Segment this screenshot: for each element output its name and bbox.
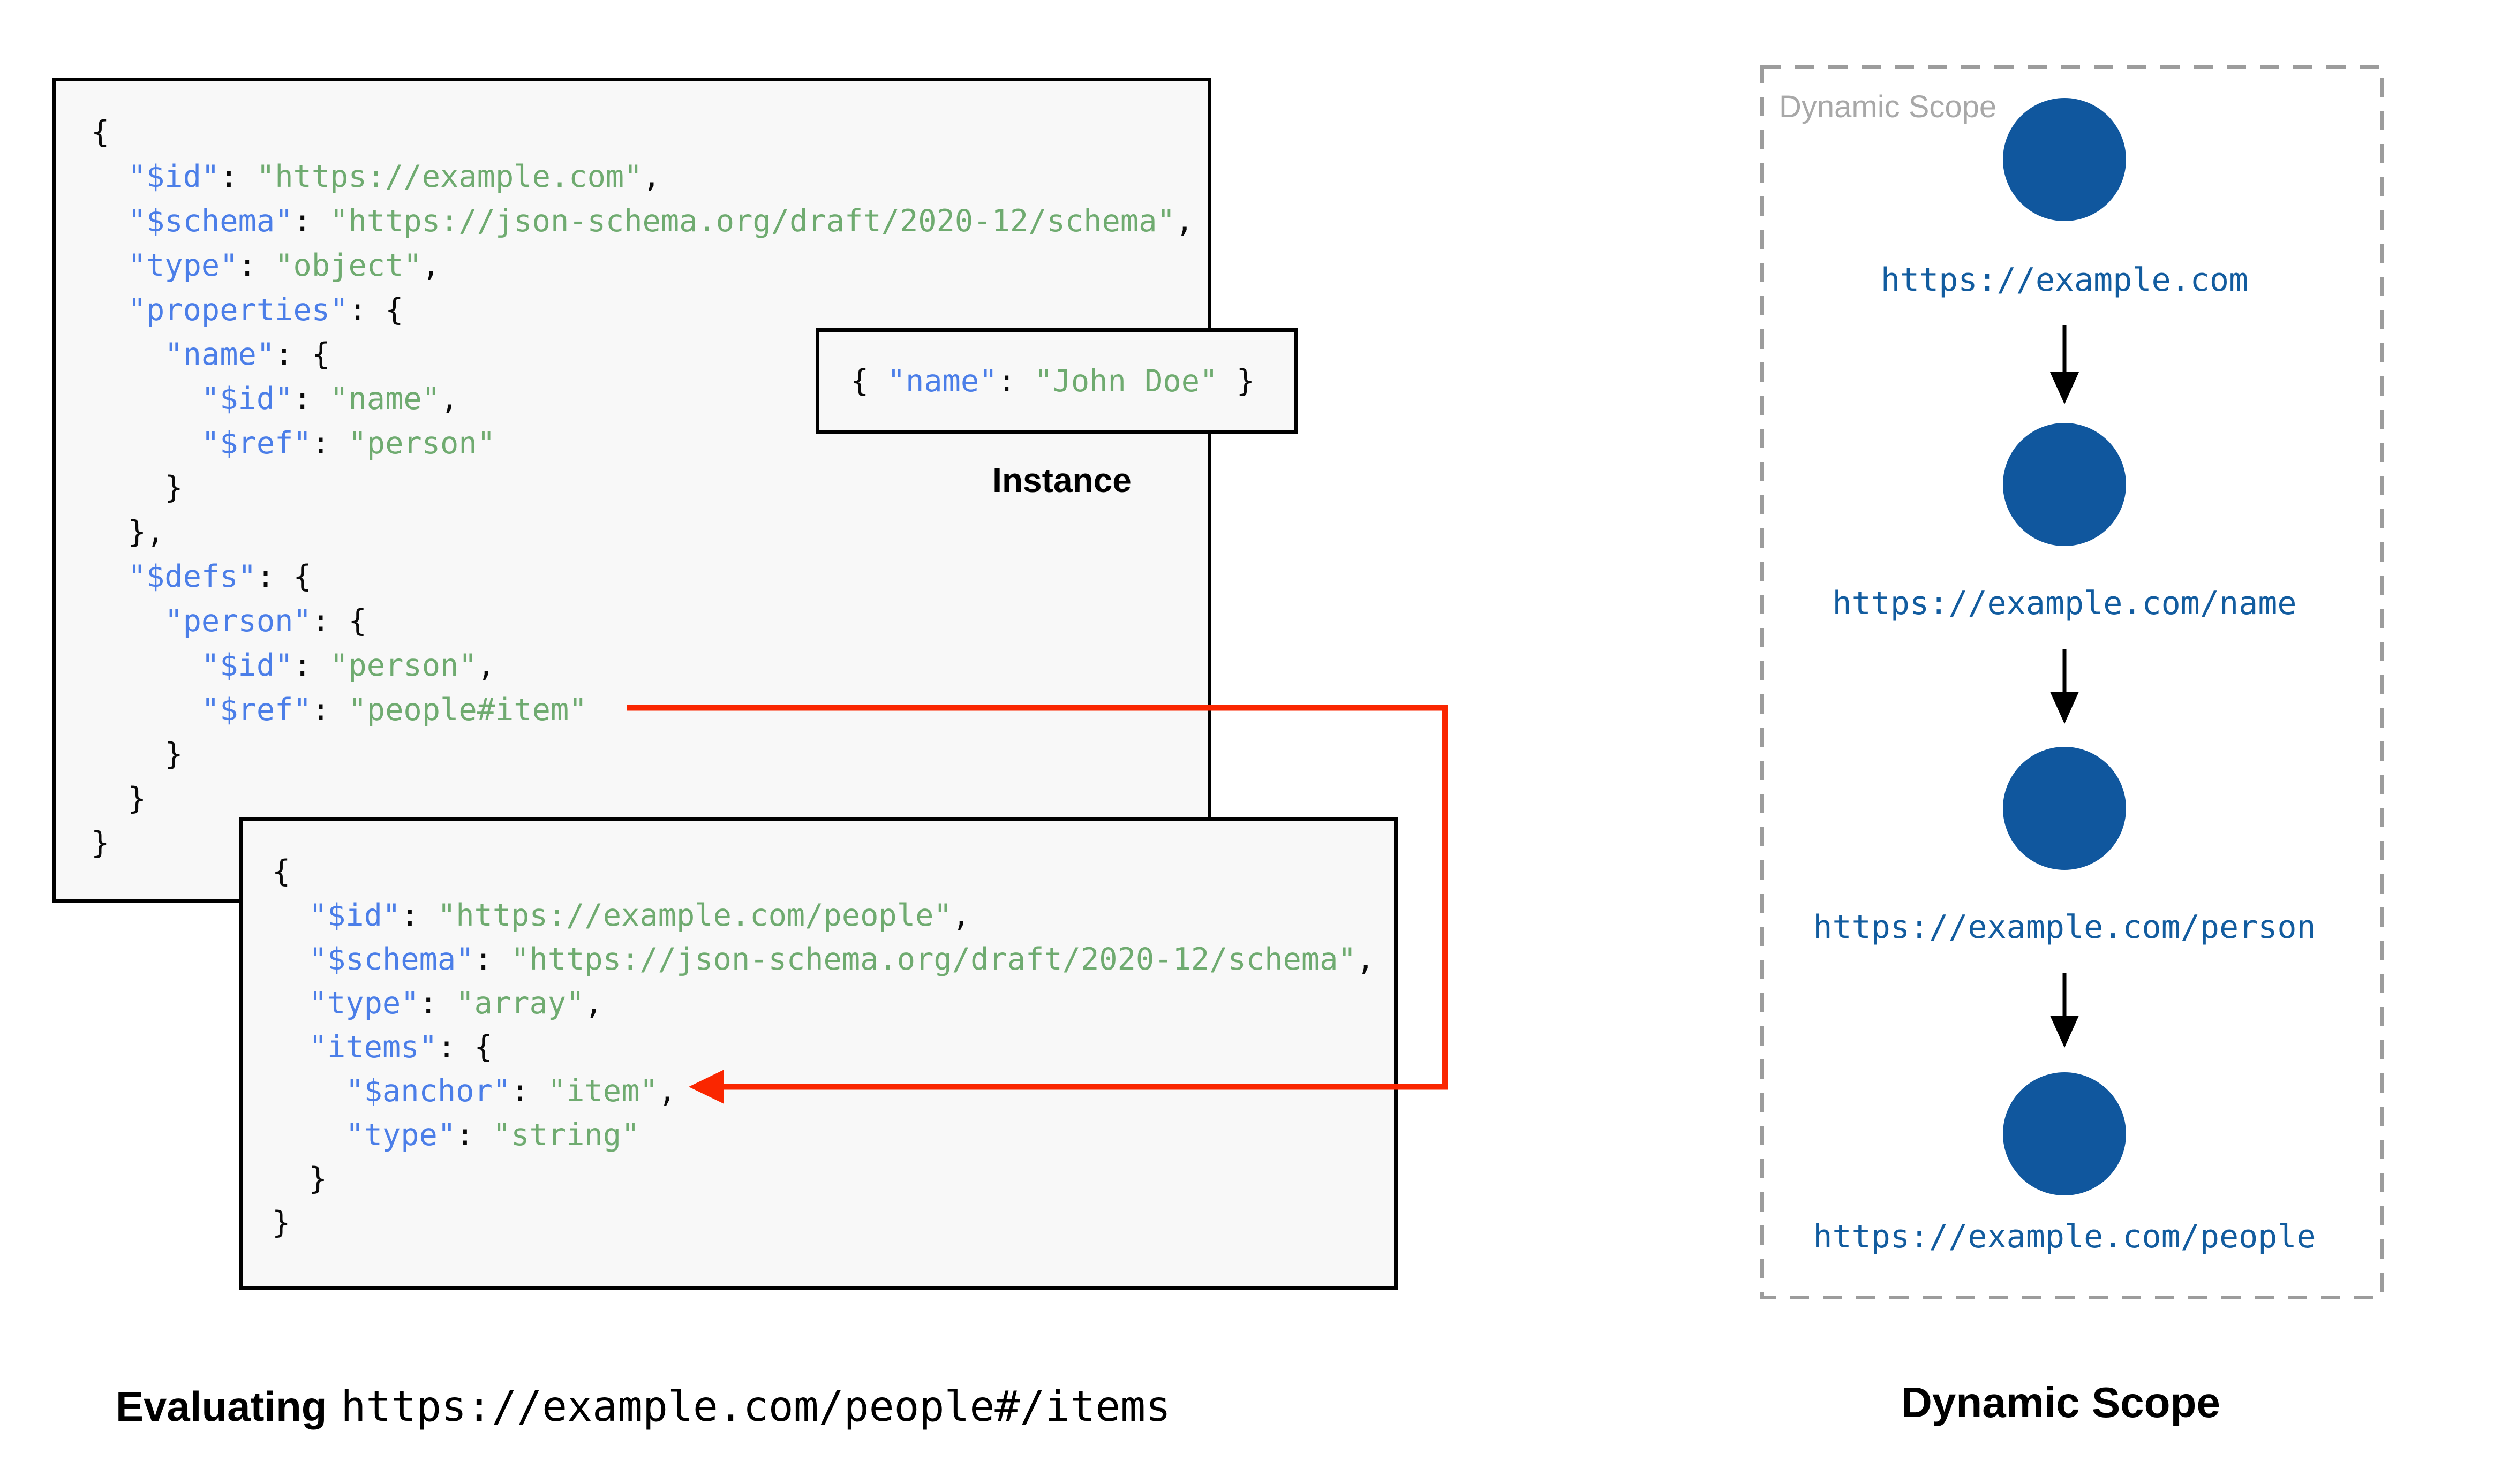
scope-node-circle-4 — [2003, 1072, 2126, 1195]
instance-box: { "name": "John Doe" } — [816, 328, 1298, 434]
schema-people-box: { "$id": "https://example.com/people", "… — [239, 817, 1398, 1290]
scope-arrow-3-head-icon — [2050, 1016, 2079, 1048]
scope-node-label-4: https://example.com/people — [1813, 1218, 2316, 1255]
scope-node-label-1: https://example.com — [1880, 261, 2249, 299]
scope-arrow-1-head-icon — [2050, 372, 2079, 404]
schema-people-code: { "$id": "https://example.com/people", "… — [272, 854, 1375, 1240]
scope-node-circle-1 — [2003, 98, 2126, 221]
scope-node-label-2: https://example.com/name — [1832, 585, 2297, 622]
instance-code: { "name": "John Doe" } — [850, 363, 1255, 399]
scope-node-label-3: https://example.com/person — [1813, 908, 2316, 946]
evaluating-uri: https://example.com/people#/items — [341, 1383, 1171, 1431]
instance-caption: Instance — [992, 461, 1132, 499]
dynamic-scope-panel-label: Dynamic Scope — [1779, 89, 1997, 124]
scope-node-circle-3 — [2003, 747, 2126, 870]
scope-node-circle-2 — [2003, 423, 2126, 546]
scope-arrow-2-head-icon — [2050, 692, 2079, 724]
schema-root-code: { "$id": "https://example.com", "$schema… — [91, 115, 1194, 861]
evaluating-label: Evaluating — [116, 1383, 327, 1430]
dynamic-scope-caption: Dynamic Scope — [1901, 1379, 2220, 1426]
evaluating-caption: Evaluating https://example.com/people#/it… — [116, 1380, 1171, 1433]
